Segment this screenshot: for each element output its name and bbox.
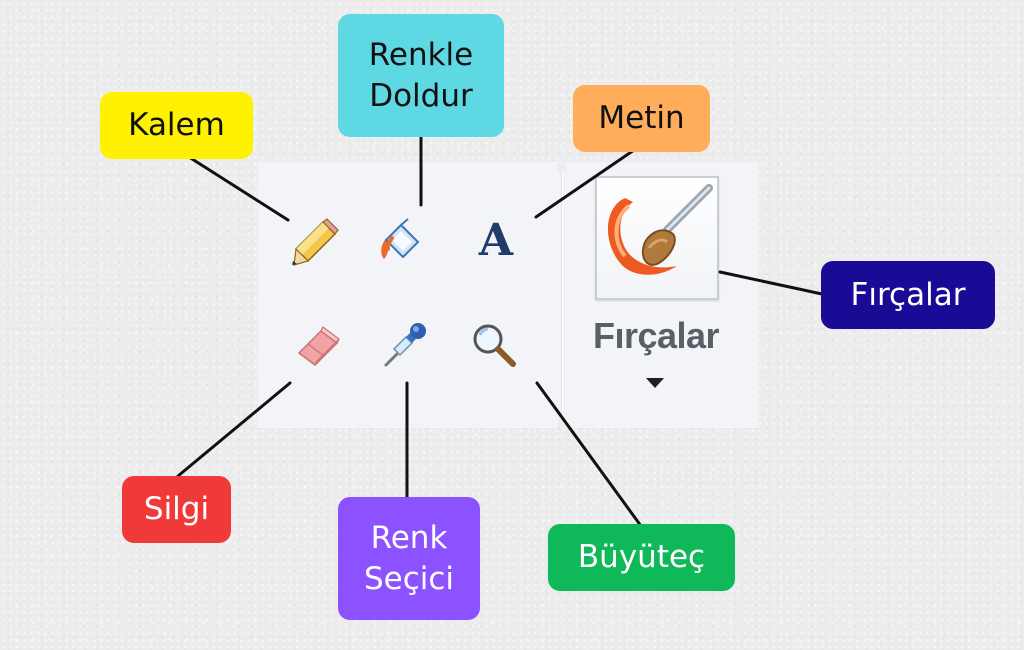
chevron-down-icon[interactable]	[646, 378, 664, 388]
pencil-tool[interactable]	[287, 214, 343, 270]
fill-bucket-icon	[381, 218, 420, 259]
group-separator	[558, 172, 566, 418]
label-buyutec: Büyüteç	[548, 524, 735, 591]
eraser-icon	[297, 326, 340, 366]
color-picker-icon	[384, 323, 426, 367]
pencil-icon	[292, 218, 339, 266]
label-renkle-doldur: Renkle Doldur	[338, 14, 504, 137]
brushes-button[interactable]	[595, 176, 719, 300]
color-picker-tool[interactable]	[377, 316, 433, 372]
magnifier-tool[interactable]	[465, 316, 521, 372]
label-metin: Metin	[573, 85, 710, 152]
label-kalem: Kalem	[100, 92, 253, 159]
text-icon: A	[478, 214, 514, 266]
brush-icon	[607, 184, 713, 275]
label-silgi: Silgi	[122, 476, 231, 543]
magnifier-icon	[473, 324, 516, 367]
label-fircalar: Fırçalar	[821, 261, 995, 329]
brushes-button-label[interactable]: Fırçalar	[592, 315, 720, 356]
tools-group	[258, 162, 558, 428]
label-renk-secici: Renk Seçici	[338, 497, 480, 620]
fill-tool[interactable]	[373, 214, 429, 270]
eraser-tool[interactable]	[290, 318, 346, 374]
text-tool[interactable]: A	[468, 212, 524, 268]
